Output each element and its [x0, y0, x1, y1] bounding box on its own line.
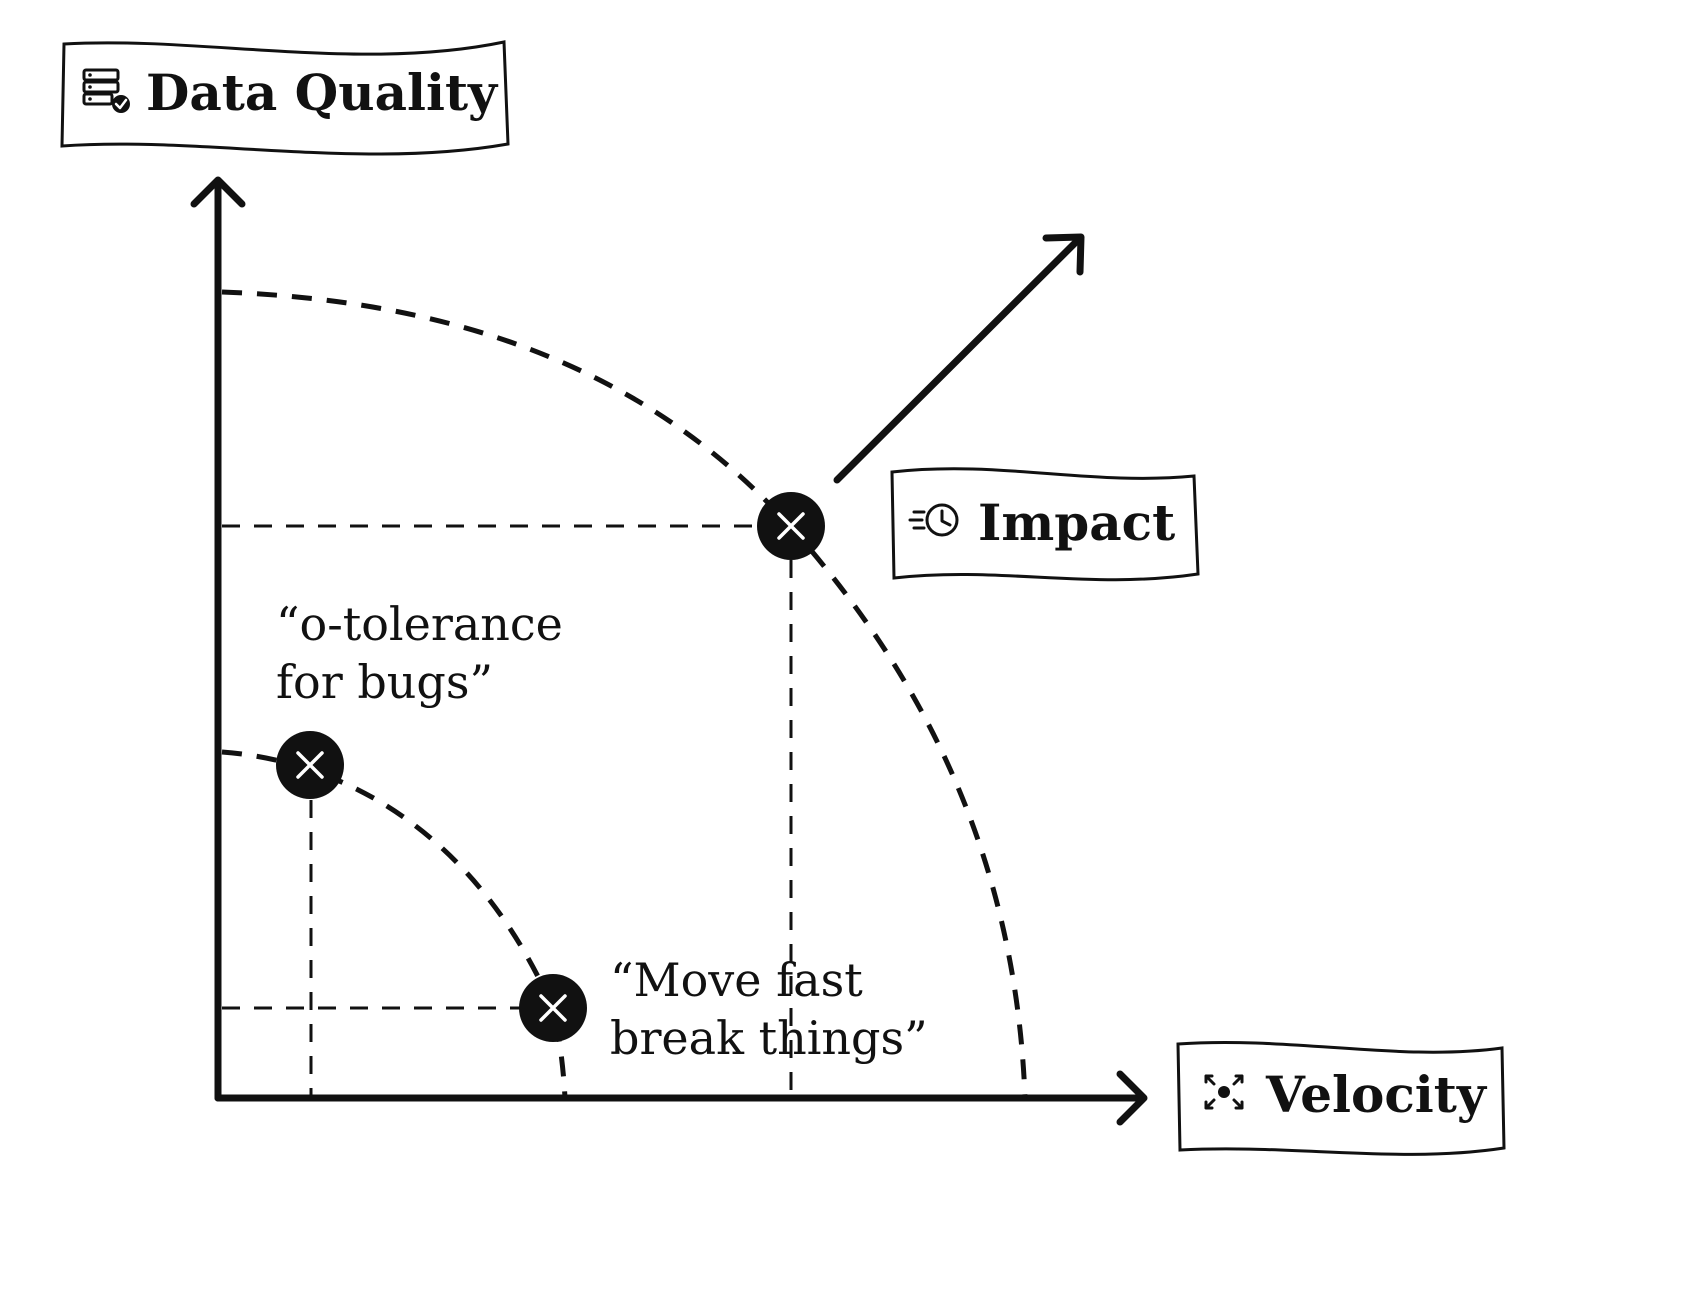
impact-arrowhead — [1042, 233, 1085, 276]
zero-tolerance-line-1: “o-tolerance — [276, 597, 563, 651]
x-axis-label-banner: Velocity — [1176, 1040, 1506, 1156]
zero-tolerance-annotation: “o-tolerance for bugs” — [276, 597, 578, 709]
x-axis-arrowhead — [1116, 1070, 1148, 1126]
impact-marker — [757, 492, 825, 560]
move-fast-annotation: “Move fast break things” — [610, 953, 928, 1065]
inner-frontier-curve — [221, 749, 568, 1099]
move-fast-marker — [519, 974, 587, 1042]
y-axis-label: Data Quality — [146, 63, 499, 122]
move-fast-line-1: “Move fast — [610, 953, 863, 1007]
move-fast-line-2: break things” — [610, 1011, 928, 1065]
y-axis-arrowhead — [190, 176, 246, 208]
impact-label: Impact — [978, 493, 1175, 552]
y-axis-label-banner: Data Quality — [60, 40, 510, 156]
zero-tolerance-line-2: for bugs” — [276, 655, 493, 709]
zero-tolerance-marker — [276, 731, 344, 799]
fast-clock-icon — [908, 503, 959, 537]
expand-arrows-icon — [1204, 1074, 1244, 1110]
database-check-icon — [82, 68, 130, 113]
x-axis-label: Velocity — [1265, 1065, 1488, 1124]
impact-label-banner: Impact — [890, 467, 1200, 582]
impact-arrow — [833, 234, 1084, 484]
